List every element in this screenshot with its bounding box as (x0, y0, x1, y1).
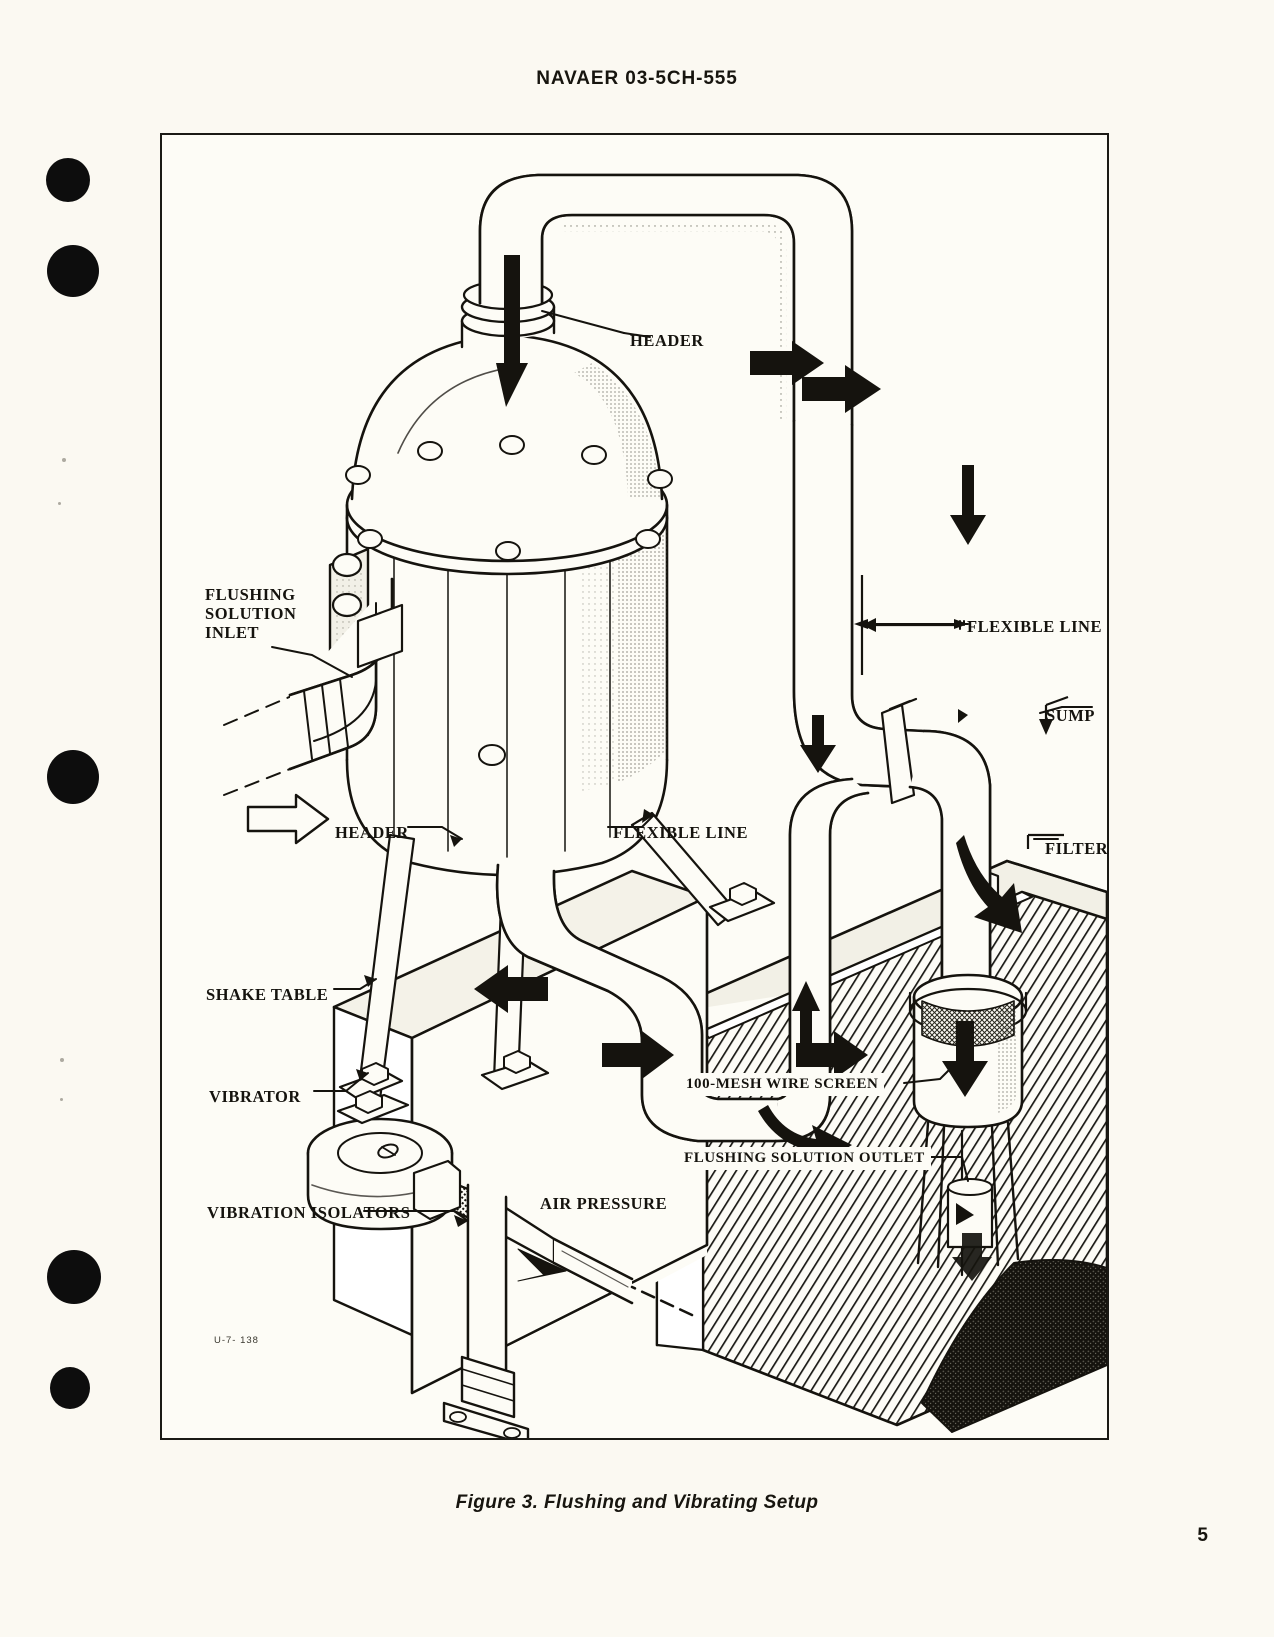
callout-flexible-line-right: FLEXIBLE LINE (967, 617, 1103, 636)
callout-flushing-solution-outlet: FLUSHING SOLUTION OUTLET (679, 1148, 930, 1170)
callout-flushing-solution-inlet: FLUSHING SOLUTION INLET (205, 585, 297, 643)
callout-wire-screen: 100-MESH WIRE SCREEN (681, 1074, 884, 1096)
callout-header-bottom: HEADER (335, 823, 409, 842)
punch-hole (47, 750, 99, 804)
callout-vibrator: VIBRATOR (209, 1087, 301, 1106)
paper-speck (62, 458, 66, 462)
figure-caption: Figure 3. Flushing and Vibrating Setup (455, 1492, 819, 1513)
paper-speck (58, 502, 61, 505)
punch-hole (50, 1367, 90, 1409)
paper-speck (60, 1098, 63, 1101)
callout-flexible-line-center: FLEXIBLE LINE (613, 823, 749, 842)
callout-header-top: HEADER (630, 331, 704, 350)
callout-filter: FILTER (1045, 839, 1109, 858)
plate-code: U-7- 138 (214, 1335, 259, 1346)
punch-hole (46, 158, 90, 202)
punch-hole (47, 245, 99, 297)
callout-sump: SUMP (1046, 706, 1095, 725)
figure-frame: FLUSHING SOLUTION INLET HEADER FLEXIBLE … (160, 133, 1109, 1440)
document-header: NAVAER 03-5CH-555 (536, 68, 738, 89)
punch-hole (47, 1250, 101, 1304)
paper-speck (60, 1058, 64, 1062)
callout-shake-table: SHAKE TABLE (206, 985, 329, 1004)
callout-air-pressure: AIR PRESSURE (540, 1194, 668, 1213)
callout-vibration-isolators: VIBRATION ISOLATORS (207, 1203, 411, 1222)
page-number: 5 (1197, 1525, 1208, 1546)
